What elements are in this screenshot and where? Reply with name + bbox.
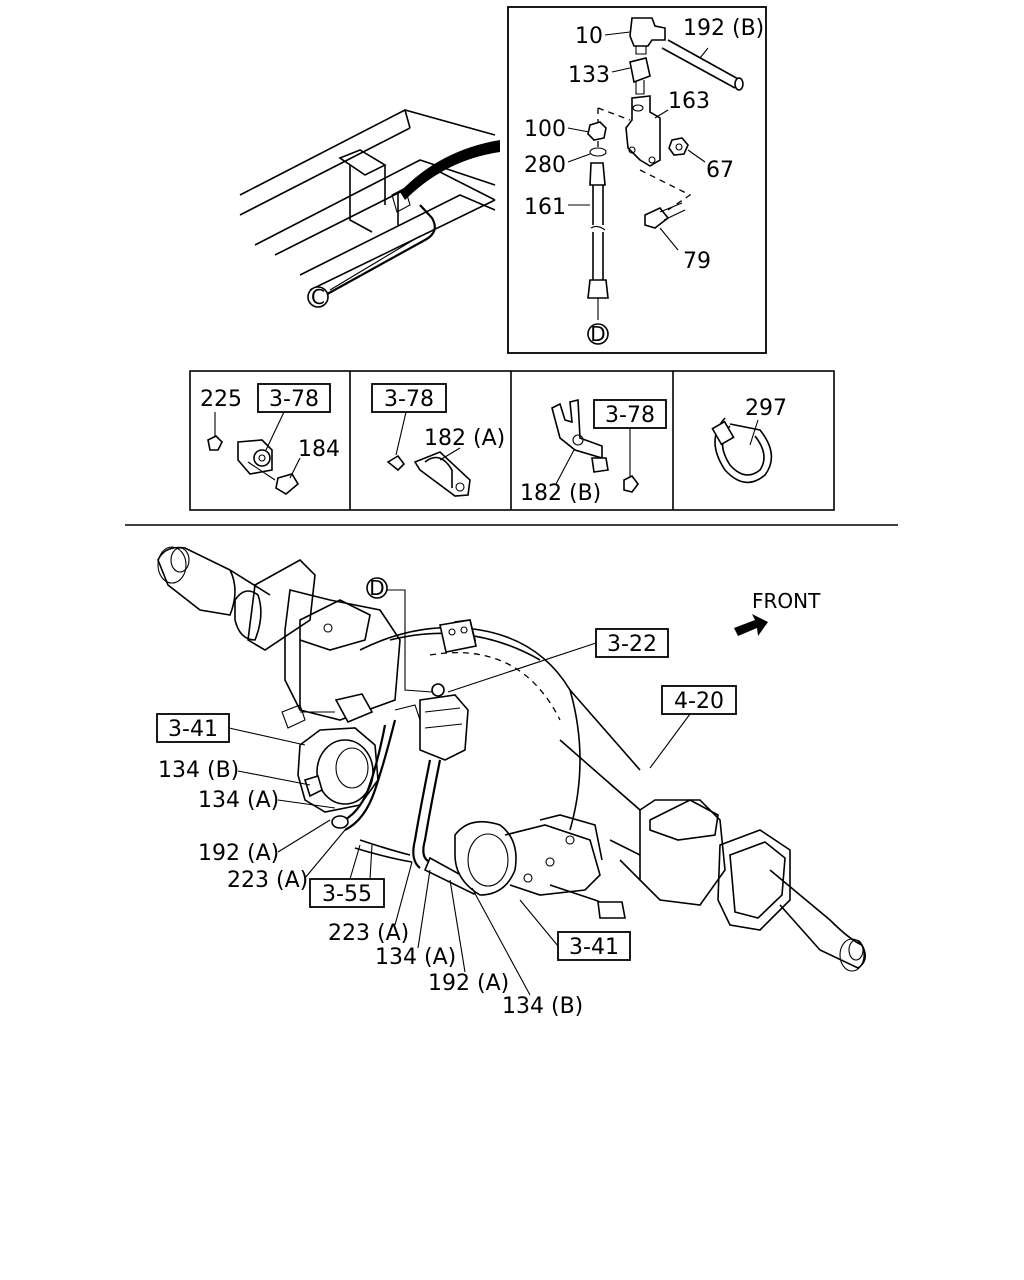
ref-3-41-left-label: 3-41: [168, 717, 218, 742]
callout-192a-left: 192 (A): [198, 841, 279, 866]
panel2-callout-182a: 182 (A): [424, 426, 505, 451]
callout-10: 10: [575, 24, 603, 49]
connector-d-label-main: D: [369, 576, 384, 600]
rear-axle-assembly: [157, 546, 866, 972]
callout-79: 79: [683, 249, 711, 274]
ref-3-22-label: 3-22: [607, 632, 657, 657]
panel-4: 297: [711, 396, 787, 484]
callout-134a-bottom: 134 (A): [375, 945, 456, 970]
detail-panels-row: [189, 370, 835, 511]
ref-box-3-41-right: 3-41: [519, 899, 631, 961]
callout-163: 163: [668, 89, 710, 114]
callout-100: 100: [524, 117, 566, 142]
callout-134b-left: 134 (B): [158, 758, 239, 783]
panel2-ref-3-78: 3-78: [384, 387, 434, 412]
connector-d-marker: D: [366, 576, 433, 693]
bottom-callouts: 223 (A) 134 (A) 192 (A) 134 (B): [328, 861, 583, 1019]
callout-134a-left: 134 (A): [198, 788, 279, 813]
left-callouts: 134 (B) 134 (A) 192 (A) 223 (A): [158, 758, 346, 893]
chassis-frame-view: [239, 109, 500, 299]
detail-box-top: 10 192 (B) 133 163 100 280 67 161 79 D: [507, 6, 767, 354]
panel-1: 225 3-78 184: [200, 383, 340, 495]
front-label: FRONT: [752, 589, 821, 613]
connector-d-label-top: D: [590, 322, 605, 346]
panel-2: 3-78 182 (A): [371, 383, 505, 497]
panel4-callout-297: 297: [745, 396, 787, 421]
panel1-callout-184: 184: [298, 437, 340, 462]
front-arrow-icon: [734, 614, 768, 636]
ref-box-4-20: 4-20: [649, 685, 737, 769]
front-indicator: FRONT: [734, 589, 821, 636]
callout-223a-bottom: 223 (A): [328, 921, 409, 946]
ref-4-20-label: 4-20: [674, 689, 724, 714]
callout-67: 67: [706, 158, 734, 183]
callout-133: 133: [568, 63, 610, 88]
panel3-callout-182b: 182 (B): [520, 481, 601, 506]
panel1-ref-3-78: 3-78: [269, 387, 319, 412]
ref-box-3-22: 3-22: [447, 628, 669, 693]
panel-3: 3-78 182 (B): [520, 398, 667, 506]
connector-c-label: C: [311, 285, 325, 309]
panel1-callout-225: 225: [200, 387, 242, 412]
callout-223a-left: 223 (A): [227, 868, 308, 893]
ref-3-55-label: 3-55: [322, 882, 372, 907]
ref-box-3-41-left: 3-41: [156, 713, 306, 746]
callout-280: 280: [524, 153, 566, 178]
ref-3-41-right-label: 3-41: [569, 935, 619, 960]
callout-192a-bottom: 192 (A): [428, 971, 509, 996]
callout-192b: 192 (B): [683, 16, 764, 41]
callout-134b-bottom: 134 (B): [502, 994, 583, 1019]
ref-box-3-55: 3-55: [309, 844, 385, 908]
connector-c-marker: C: [307, 285, 329, 309]
callout-161: 161: [524, 195, 566, 220]
panel3-ref-3-78: 3-78: [605, 403, 655, 428]
